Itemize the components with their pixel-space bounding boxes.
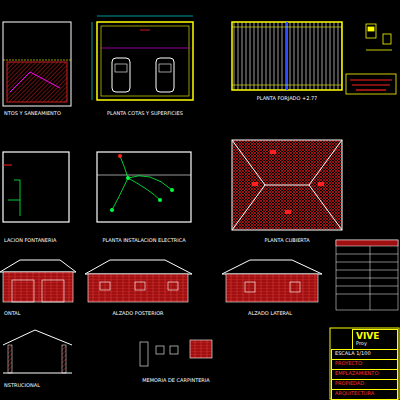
detail-symbols — [366, 24, 392, 50]
cell-text: ARQUITECTURA — [335, 391, 394, 397]
foundation-plan — [3, 22, 71, 106]
cell-text: Proy — [356, 341, 394, 347]
drawing-caption: PLANTA INSTALACION ELECTRICA — [102, 238, 185, 244]
drawing-caption: ALZADO POSTERIOR — [112, 311, 163, 317]
drawing-caption: PLANTA CUBIERTA — [264, 238, 309, 244]
title-block-frame — [330, 328, 399, 399]
cell-text: EMPLAZAMIENTO: — [335, 371, 394, 377]
cell-text: PROPIEDAD: — [335, 381, 394, 387]
discipline-cell: ARQUITECTURA — [331, 389, 398, 400]
drawing-caption: NTOS Y SANEAMIENTO — [4, 111, 61, 117]
carpentry-details — [140, 340, 212, 366]
drawing-caption: LACION FONTANERIA — [4, 238, 56, 244]
slab-plan — [232, 22, 342, 90]
electrical-plan — [97, 152, 191, 222]
cell-text: VIVE — [356, 331, 394, 341]
rear-elevation — [85, 260, 192, 302]
construction-section — [3, 330, 72, 373]
drawing-caption: ALZADO LATERAL — [248, 311, 292, 317]
front-elevation — [0, 260, 76, 302]
plumbing-plan — [3, 152, 69, 222]
dimension-plan — [92, 16, 193, 100]
drawing-caption: MEMORIA DE CARPINTERIA — [142, 378, 209, 384]
drawing-caption: ONTAL — [4, 311, 21, 317]
drawing-caption: NSTRUCIONAL — [4, 383, 40, 389]
surface-table — [336, 240, 398, 310]
red-note-box — [346, 74, 396, 94]
logo-cell: VIVEProy — [352, 329, 398, 351]
drawing-caption: PLANTA COTAS Y SUPERFICIES — [107, 111, 183, 117]
cell-text: PROYECTO: — [335, 361, 394, 367]
roof-plan — [232, 140, 342, 230]
cell-text: ESCALA 1/100 — [335, 351, 394, 357]
drawing-caption: PLANTA FORJADO +2.77 — [257, 96, 318, 102]
side-elevation — [222, 260, 322, 302]
